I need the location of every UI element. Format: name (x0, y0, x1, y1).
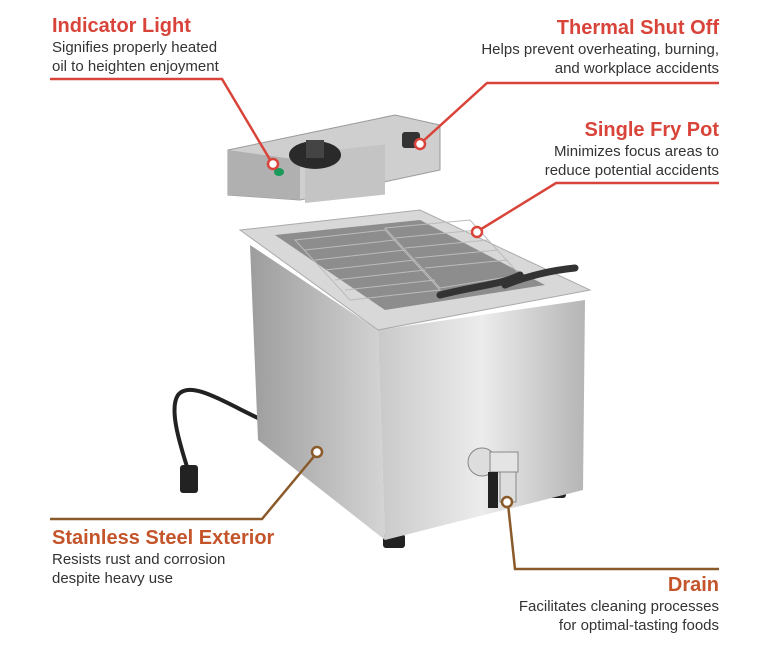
callout-thermal-shut-off: Thermal Shut Off Helps prevent overheati… (481, 16, 719, 78)
basket-handle (436, 271, 524, 299)
callout-indicator-light: Indicator Light Signifies properly heate… (52, 14, 219, 76)
thermal-marker (413, 137, 427, 151)
callout-text: oil to heighten enjoyment (52, 58, 219, 75)
fry-baskets (293, 219, 521, 301)
thermal-leader (420, 81, 719, 144)
callout-text: Minimizes focus areas to (553, 143, 719, 160)
callout-text: Signifies properly heated (52, 39, 218, 56)
fry-pot-leader (477, 181, 719, 233)
callout-title: Drain (667, 574, 719, 596)
power-cord (172, 387, 263, 471)
callout-text: reduce potential accidents (544, 162, 719, 179)
plug (180, 465, 198, 493)
callout-drain: Drain Facilitates cleaning processes for… (519, 573, 719, 635)
indicator-leader (50, 77, 274, 164)
callout-title: Single Fry Pot (584, 119, 719, 141)
callout-text: Resists rust and corrosion (52, 551, 226, 568)
drain-marker (500, 495, 514, 509)
front-panel (378, 300, 585, 540)
callout-single-fry-pot: Single Fry Pot Minimizes focus areas to … (545, 118, 719, 180)
exterior-marker (310, 445, 324, 459)
drain-leader (506, 503, 719, 571)
side-panel (250, 245, 385, 540)
callout-text: Helps prevent overheating, burning, (481, 41, 719, 58)
exterior-leader (50, 453, 317, 521)
callout-text: for optimal-tasting foods (558, 617, 719, 634)
callout-text: Facilitates cleaning processes (518, 598, 719, 615)
callout-stainless-exterior: Stainless Steel Exterior Resists rust an… (52, 526, 274, 588)
callout-title: Stainless Steel Exterior (52, 527, 275, 549)
indicator-light (274, 168, 284, 176)
indicator-marker (266, 157, 280, 171)
callout-text: and workplace accidents (554, 60, 719, 77)
fry-pot-marker (470, 225, 484, 239)
callout-text: despite heavy use (52, 570, 173, 587)
callout-title: Thermal Shut Off (556, 17, 719, 39)
callout-title: Indicator Light (52, 15, 191, 37)
basket-handle (501, 264, 579, 289)
